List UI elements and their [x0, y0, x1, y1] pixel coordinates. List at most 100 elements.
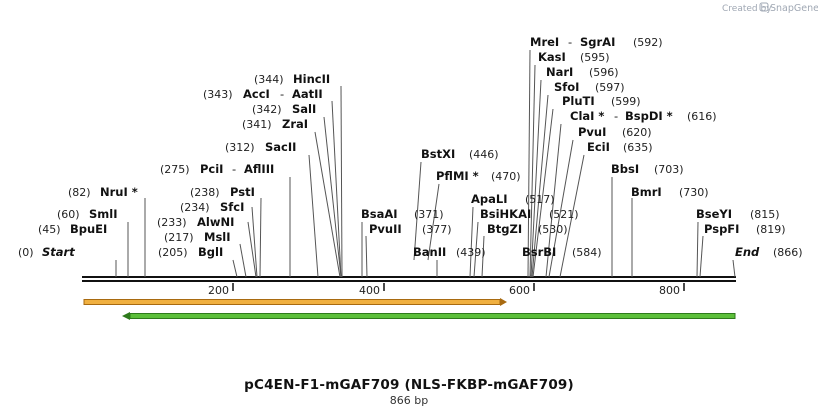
site-label[interactable]: (342) SalI [252, 102, 316, 116]
enzyme-name: PvuI [578, 125, 606, 139]
site-label[interactable]: (233) AlwNI [157, 215, 234, 229]
enzyme-name: BpuEI [70, 222, 107, 236]
enzyme-name: BglI [198, 245, 223, 259]
snapgene-branding: Created by SnapGene [722, 2, 818, 14]
site-position: (238) [190, 186, 220, 199]
enzyme-name: PspFI [704, 222, 739, 236]
site-label[interactable]: BsrBI (584) [522, 245, 602, 259]
site-label[interactable]: MreI - SgrAI (592) [530, 35, 663, 49]
site-label[interactable]: BmrI (730) [631, 185, 709, 199]
enzyme-name: BsaAI [361, 207, 398, 221]
site-position: (234) [180, 201, 210, 214]
site-label[interactable]: (275) PciI - AflIII [160, 162, 274, 176]
site-position: (620) [622, 126, 652, 139]
forward-feature-arrow[interactable] [83, 298, 507, 306]
enzyme-name: MslI [204, 230, 231, 244]
site-position: (470) [491, 170, 521, 183]
site-label[interactable]: PspFI (819) [704, 222, 786, 236]
site-label[interactable]: (238) PstI [190, 185, 255, 199]
site-position: (205) [158, 246, 188, 259]
site-position: (595) [580, 51, 610, 64]
site-position: (343) [203, 88, 233, 101]
site-label[interactable]: (312) SacII [225, 140, 296, 154]
site-position: (815) [750, 208, 780, 221]
plasmid-title: pC4EN-F1-mGAF709 (NLS-FKBP-mGAF709) [244, 377, 574, 393]
ruler-tick-label: 400 [359, 284, 380, 297]
site-label[interactable]: (60) SmlI [57, 207, 118, 221]
site-position: (60) [57, 208, 80, 221]
site-label[interactable]: BsiHKAI (521) [480, 207, 579, 221]
enzyme-name: SfoI [554, 80, 579, 94]
enzyme-name: NarI [546, 65, 573, 79]
enzyme-name: MreI [530, 35, 559, 49]
end-position: (866) [773, 246, 803, 259]
site-label[interactable]: EciI (635) [587, 140, 653, 154]
enzyme-name: PvuII [369, 222, 402, 236]
enzyme-name: ApaLI [471, 192, 508, 206]
site-label[interactable]: (343) AccI - AatII [203, 87, 323, 101]
enzyme-name: BseYI [696, 207, 732, 221]
enzyme-name: EciI [587, 140, 610, 154]
enzyme-name: PstI [230, 185, 255, 199]
site-label[interactable]: BtgZI (530) [487, 222, 568, 236]
site-label[interactable]: BsaAI (371) [361, 207, 444, 221]
enzyme-name: AflIII [244, 162, 274, 176]
enzyme-name: SgrAI [580, 35, 615, 49]
sequence-backbone [82, 276, 736, 282]
site-position: (233) [157, 216, 187, 229]
created-by-text: Created by [722, 4, 772, 14]
site-position: (635) [623, 141, 653, 154]
site-position: (730) [679, 186, 709, 199]
site-label[interactable]: PluTI (599) [562, 94, 641, 108]
site-label[interactable]: (344) HincII [254, 72, 330, 86]
name-separator: - [232, 162, 236, 176]
enzyme-name: BstXI [421, 147, 455, 161]
name-separator: - [568, 35, 572, 49]
site-label[interactable]: KasI (595) [538, 50, 610, 64]
enzyme-name: SalI [292, 102, 316, 116]
enzyme-name: KasI [538, 50, 566, 64]
ruler-tick-label: 200 [208, 284, 229, 297]
site-position: (584) [572, 246, 602, 259]
site-label[interactable]: (341) ZraI [242, 117, 308, 131]
site-label[interactable]: PvuI (620) [578, 125, 652, 139]
site-label[interactable]: ApaLI (517) [471, 192, 555, 206]
site-label[interactable]: (205) BglI [158, 245, 223, 259]
site-position: (530) [538, 223, 568, 236]
site-position: (275) [160, 163, 190, 176]
site-label[interactable]: SfoI (597) [554, 80, 625, 94]
enzyme-name: BsrBI [522, 245, 556, 259]
site-label[interactable]: (45) BpuEI [38, 222, 107, 236]
site-label[interactable]: NarI (596) [546, 65, 619, 79]
enzyme-name: SacII [265, 140, 296, 154]
reverse-feature-arrow[interactable] [122, 312, 736, 320]
site-label[interactable]: BstXI (446) [421, 147, 499, 161]
site-position: (597) [595, 81, 625, 94]
site-label[interactable]: PvuII (377) [369, 222, 452, 236]
start-label: (0) Start [18, 245, 75, 259]
site-label[interactable]: ClaI * - BspDI * (616) [570, 109, 717, 123]
name-separator: - [280, 87, 284, 101]
enzyme-name: PciI [200, 162, 223, 176]
site-position: (819) [756, 223, 786, 236]
enzyme-name: BtgZI [487, 222, 522, 236]
enzyme-name: BsiHKAI [480, 207, 531, 221]
plasmid-length: 866 bp [390, 394, 428, 407]
site-label[interactable]: (82) NruI * [68, 185, 138, 199]
site-label[interactable]: (234) SfcI [180, 200, 244, 214]
site-position: (344) [254, 73, 284, 86]
start-text: Start [42, 245, 75, 259]
site-label[interactable]: BseYI (815) [696, 207, 780, 221]
site-position: (45) [38, 223, 61, 236]
site-position: (446) [469, 148, 499, 161]
site-position: (217) [164, 231, 194, 244]
site-position: (616) [687, 110, 717, 123]
name-separator: - [614, 109, 618, 123]
site-position: (517) [525, 193, 555, 206]
site-label[interactable]: (217) MslI [164, 230, 231, 244]
site-label[interactable]: BbsI (703) [611, 162, 684, 176]
ruler: 200 400 600 800 [208, 283, 685, 297]
site-label[interactable]: BanII (439) [413, 245, 486, 259]
site-label[interactable]: PflMI * (470) [436, 169, 521, 183]
